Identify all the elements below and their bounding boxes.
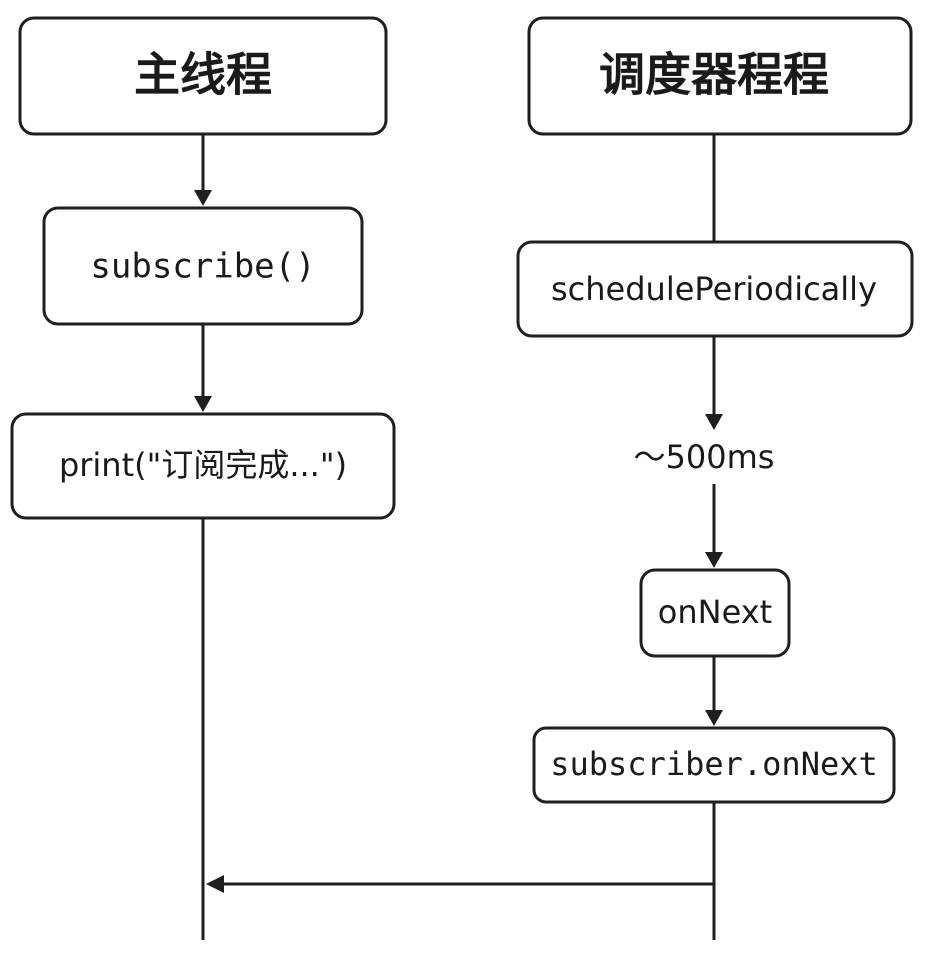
scheduler-thread-header-box [527,16,913,136]
scheduler-arrowhead-4 [705,710,723,726]
print-label: print("订阅完成...") [59,446,347,484]
callback-arrowhead [206,875,224,893]
callback-arrow [206,875,714,893]
scheduler-thread-title: 调度器程程 [599,48,829,102]
subscriber-on-next-label: subscriber.onNext [550,745,878,783]
on-next-label: onNext [658,593,772,631]
schedule-periodically-label: schedulePeriodically [551,270,877,308]
scheduler-arrowhead-3 [705,552,723,568]
subscribe-label: subscribe() [90,247,315,287]
delay-label: ～500ms [634,438,775,476]
scheduler-thread-lane: 调度器程程 schedulePeriodically ～500ms onNext… [516,16,914,940]
main-arrowhead-1 [194,190,212,206]
main-thread-title: 主线程 [134,48,272,102]
main-thread-lane: 主线程 subscribe() print("订阅完成...") [10,16,396,940]
main-arrowhead-2 [194,396,212,412]
scheduler-arrowhead-2 [705,414,723,430]
